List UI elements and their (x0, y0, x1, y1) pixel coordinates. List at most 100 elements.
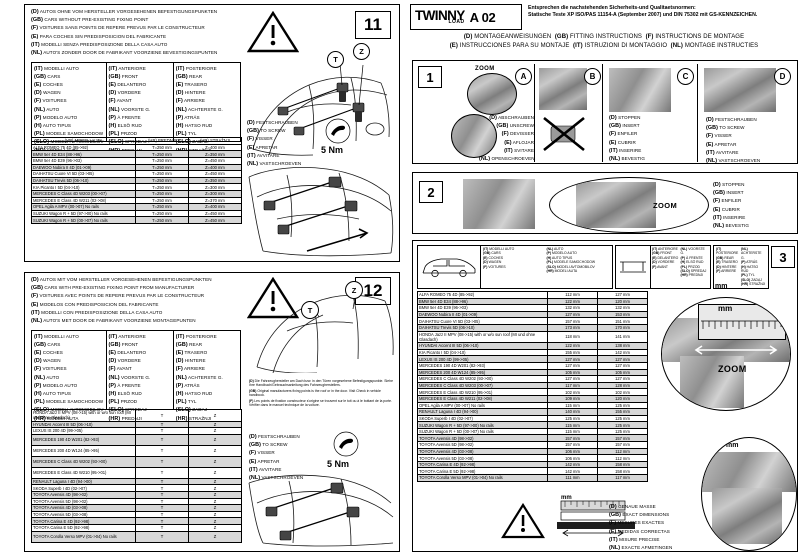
cell-front: 122 mm (547, 342, 598, 350)
panel-12: (D) AUTOS MIT VOM HERSTELLER VORGESEHENE… (24, 272, 400, 552)
cell-front: 142 mm (547, 467, 598, 476)
legend-column-front: (IT) ANTERIORE (GB) FRONT (E) DELANTERO … (105, 63, 173, 154)
cell-rear: 142 mm (597, 348, 648, 357)
cell-model: MERCEDES 190 4D W201 (82->93) (417, 361, 548, 370)
cell-front: T=250 mm (135, 170, 189, 178)
cell-rear: Z (188, 497, 242, 506)
cell-rear: 158 mm (597, 460, 648, 469)
cell-rear: Z (188, 455, 242, 468)
panel-12-model-table: HONDA Jazz II MPV (08->15) with or w/o s… (31, 409, 242, 543)
manual-header: TWINNY LOAD A 02 Entsprechen die nachste… (410, 4, 798, 56)
cell-front: T (135, 433, 189, 446)
cell-front: T=250 mm (135, 163, 189, 172)
cell-rear: 120 mm (597, 297, 648, 306)
cell-model: SUZUKI Wagon R + 5D (97->00) No rails (31, 209, 136, 218)
norm-line-2: Statische Teste XP ISO/PAS 11154-A (Sept… (528, 12, 758, 19)
cell-front: T=250 mm (135, 176, 189, 185)
cell-front: T (135, 504, 189, 512)
cell-model: TOYOTA Avensis 4D (98->02) (417, 434, 548, 443)
torque-value-12: 5 Nm (327, 459, 350, 469)
mm-label-rack: mm (726, 442, 739, 449)
cell-front: T=250 mm (135, 157, 189, 165)
norm-text: Entsprechen die nachstehenden Sicherheit… (528, 5, 796, 20)
cell-model: DAEWOO Nubira II 4D (01->09) (31, 163, 136, 172)
cell-model: TOYOTA Carina E 5D (92->98) (417, 467, 548, 476)
notice-line: (IT) MODELLI SENZA PREDISPOSIZIONE DELLA… (31, 41, 168, 48)
detail-photo-a (451, 114, 497, 158)
step-number-3: 3 (771, 246, 795, 268)
cell-rear: 157 mm (597, 441, 648, 449)
cell-front: 173 mm (547, 323, 598, 332)
ruler-graphic (698, 304, 786, 340)
cell-rear: 155 mm (597, 408, 648, 416)
cell-rear: 141 mm (597, 330, 648, 344)
cell-front: T (135, 497, 189, 506)
cell-model: TOYOTA Corolla Verso MPV (01->04) No rai… (417, 474, 548, 482)
cell-rear: Z (188, 523, 242, 532)
cell-model: KIA Picanto I 5D (04->10) (417, 348, 548, 357)
cell-rear: Z (188, 427, 242, 435)
cell-rear: Z=370 mm (188, 196, 242, 205)
cell-front: T (135, 409, 189, 422)
cell-rear: Z=450 mm (188, 209, 242, 218)
cell-model: TOYOTA Avensis 5D (03->08) (31, 510, 136, 519)
cell-front: 106 mm (547, 447, 598, 456)
table-row: MERCEDES E Class 4D W211 (02->08)T=250 m… (31, 196, 242, 205)
sub-letter-b: B (584, 68, 601, 85)
brand-logo: TWINNY LOAD A 02 (410, 4, 522, 30)
instruction-line-2: (E) INSTRUCCIONES PARA SU MONTAJE (IT) I… (449, 43, 759, 49)
cell-model: DAIHATSU Cuore VI 5D (03->05) (31, 170, 136, 178)
cell-model: SUZUKI Wagon R + 5D (00->07) No rails (417, 427, 548, 436)
cell-rear: 105 mm (597, 368, 648, 377)
cell-model: TOYOTA Avensis 4D (98->02) (31, 490, 136, 499)
cell-model: LEXUS IS 200 4D (99->05) (417, 355, 548, 363)
cell-front: T (135, 530, 189, 543)
step-3-panel: 3 (412, 240, 798, 552)
cell-model: HYUNDAI Accent III 5D (06->10) (417, 342, 548, 350)
step-3-legend-rear: (IT) POSTERIORE (GB) REAR (E) TRASERO (D… (713, 245, 769, 289)
cell-rear: Z (188, 420, 242, 429)
panel-12-roof-illustration: T Z (253, 281, 395, 374)
instruction-titles: (D) MONTAGEANWEISUNGEN (GB) FITTING INST… (410, 33, 798, 51)
cell-rear: 102 mm (597, 388, 648, 396)
cell-front: 117 mm (547, 381, 598, 390)
cell-rear: 112 mm (597, 454, 648, 462)
column-header: (HR) MODELI AUTA (31, 137, 136, 145)
column-header: (HR) STRAŽNJI (188, 137, 242, 145)
step-1-legend-a: (D) ABSCHRAUBEN (GB) UNSCREW (F) DEVISSE… (479, 115, 535, 163)
sub-letter-a: A (515, 68, 532, 85)
cell-front: T=250 mm (135, 183, 189, 191)
cell-front: 155 mm (547, 348, 598, 357)
cell-model: KIA Picanto I 5D (04->10) (31, 183, 136, 191)
table-row: TOYOTA Corolla Verso MPV (01->04) No rai… (31, 530, 242, 543)
cell-model: MERCEDES 200 4D W124 (85->95) (417, 368, 548, 377)
cell-model: MERCEDES C Class 4D W203 (00->07) (31, 189, 136, 198)
cell-rear: Z (188, 433, 242, 446)
cell-model: SKODA Superb I 4D (02->07) (417, 414, 548, 423)
panel-11-model-table: (HR) MODELI AUTA(HR) PREDNJI(HR) STRAŽNJ… (31, 137, 242, 224)
step-1-sub-a: ZOOM (D) ABSCHRAUBEN (GB) UNSCREW (F) DE… (445, 64, 535, 162)
cell-front: 127 mm (547, 375, 598, 383)
mm-label-top: mm (715, 283, 728, 290)
notice-line: (D) AUTOS OHNE VOM HERSTELLER VORGESEHEN… (31, 9, 218, 15)
panel-12-notice: (D) AUTOS MIT VOM HERSTELLER VORGESEHENE… (31, 277, 212, 325)
cell-rear: 151 mm (597, 317, 648, 325)
